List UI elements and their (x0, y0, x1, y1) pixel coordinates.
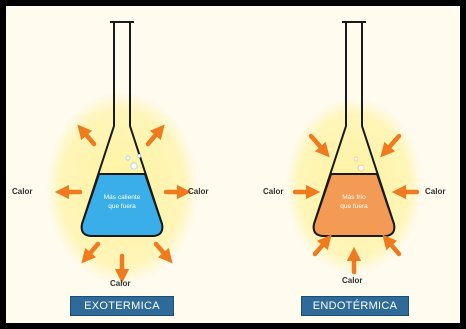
endothermic-caption: ENDOTÉRMICA (301, 296, 409, 316)
bubble (131, 163, 137, 169)
bubble (137, 154, 140, 157)
heat-label-bottom: Calor (342, 276, 362, 285)
heat-label-right: Calor (188, 187, 208, 196)
heat-label-left: Calor (263, 187, 283, 196)
flask-label-line1: Más frío (319, 193, 389, 202)
flask-label: Más caliente que fuera (87, 193, 157, 211)
flask-label-line1: Más caliente (87, 193, 157, 202)
heat-label-bottom: Calor (110, 279, 130, 288)
exothermic-panel: Más caliente que fuera Calor Calor Calor… (6, 6, 233, 323)
flask-label-line2: que fuera (87, 202, 157, 211)
heat-label-right: Calor (425, 187, 445, 196)
bubble (354, 157, 358, 161)
flask-label-line2: que fuera (319, 202, 389, 211)
bubble (358, 165, 364, 171)
exothermic-caption: EXOTERMICA (70, 296, 174, 316)
diagram-frame: Más caliente que fuera Calor Calor Calor… (6, 6, 460, 323)
exothermic-diagram (6, 6, 233, 323)
bubble (126, 156, 130, 160)
flask-label: Más frío que fuera (319, 193, 389, 211)
endothermic-panel: Más frío que fuera Calor Calor Calor END… (233, 6, 460, 323)
heat-label-left: Calor (12, 187, 32, 196)
